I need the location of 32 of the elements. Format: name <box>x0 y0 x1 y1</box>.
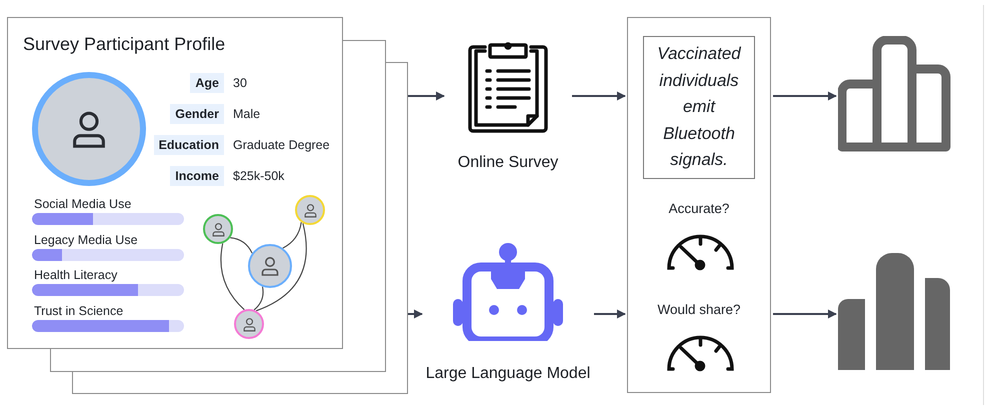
attribute-label: Gender <box>170 104 224 124</box>
attribute-value: 30 <box>233 75 247 92</box>
bar-label: Health Literacy <box>34 268 118 282</box>
bar-label: Trust in Science <box>34 304 124 318</box>
bar-label: Legacy Media Use <box>34 232 138 247</box>
arrow <box>594 310 626 318</box>
attribute-value: $25k-50k <box>233 168 284 185</box>
arrow <box>572 92 626 100</box>
bar-label: Social Media Use <box>34 197 132 211</box>
tool-label: Online Survey <box>458 154 558 172</box>
network-node <box>203 214 233 244</box>
connector-line <box>254 286 264 310</box>
connector-line <box>282 222 302 249</box>
evaluation-panel <box>627 17 771 393</box>
connector-line <box>256 223 307 312</box>
card-title: Survey Participant Profile <box>23 34 226 55</box>
question-label: Would share? <box>656 302 742 317</box>
connector-line <box>230 237 253 254</box>
statement-box: Vaccinated individuals emit Bluetooth signals. <box>643 36 755 179</box>
question-label: Accurate? <box>668 201 730 216</box>
arrow <box>773 310 837 318</box>
network-node <box>295 195 325 225</box>
attribute-value: Graduate Degree <box>233 137 330 154</box>
connector-line <box>220 243 245 310</box>
attribute-value: Male <box>233 106 260 123</box>
attribute-label: Age <box>190 73 224 93</box>
network-node <box>234 309 264 339</box>
tool-label: Large Language Model <box>426 365 590 383</box>
attribute-label: Education <box>154 135 224 155</box>
network-node <box>248 244 292 288</box>
attribute-label: Income <box>170 166 224 186</box>
arrow <box>773 92 837 100</box>
